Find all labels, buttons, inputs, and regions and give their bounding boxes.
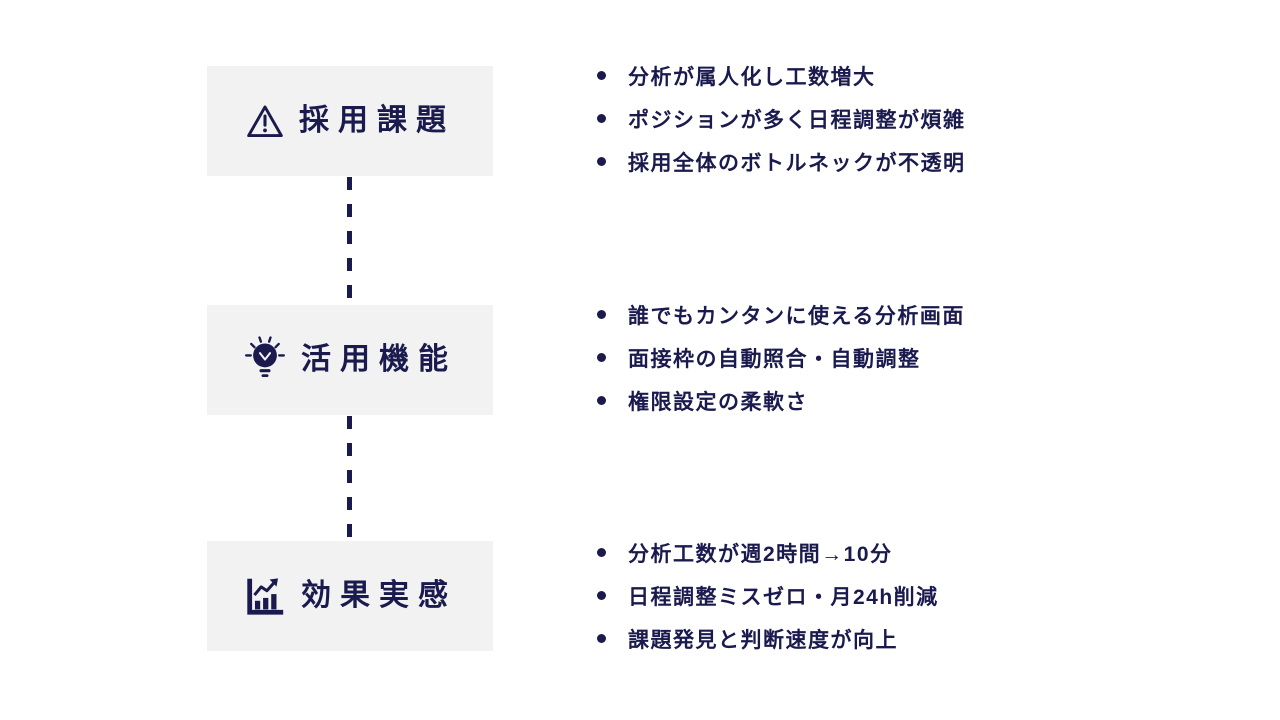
bullet-text: 面接枠の自動照合・自動調整 — [628, 347, 921, 371]
section-title: 効果実感 — [301, 579, 457, 612]
bullet-dot — [597, 310, 606, 319]
bullet-text: 採用全体のボトルネックが不透明 — [628, 151, 966, 175]
bullet-text: 課題発見と判断速度が向上 — [628, 628, 898, 652]
list-item: 権限設定の柔軟さ — [597, 379, 965, 422]
dashed-connector — [347, 416, 352, 541]
chart-icon — [243, 574, 287, 618]
bullet-text: 分析が属人化し工数増大 — [628, 65, 876, 89]
warning-icon — [245, 103, 285, 140]
lightbulb-icon — [243, 335, 287, 385]
bullet-dot — [597, 157, 606, 166]
list-item: 日程調整ミスゼロ・月24h削減 — [597, 574, 939, 617]
bullet-text: 日程調整ミスゼロ・月24h削減 — [628, 585, 939, 609]
section-title: 採用課題 — [299, 104, 455, 137]
bullet-text: 権限設定の柔軟さ — [628, 390, 808, 414]
dashed-connector — [347, 177, 352, 305]
section-title: 活用機能 — [301, 343, 457, 376]
bullet-dot — [597, 634, 606, 643]
list-item: 誰でもカンタンに使える分析画面 — [597, 293, 965, 336]
list-item: ポジションが多く日程調整が煩雑 — [597, 97, 966, 140]
bullet-list-realized-results: 分析工数が週2時間→10分 日程調整ミスゼロ・月24h削減 課題発見と判断速度が… — [597, 531, 939, 660]
bullet-text: 誰でもカンタンに使える分析画面 — [628, 304, 965, 328]
list-item: 面接枠の自動照合・自動調整 — [597, 336, 965, 379]
bullet-dot — [597, 548, 606, 557]
list-item: 分析が属人化し工数増大 — [597, 54, 966, 97]
bullet-dot — [597, 71, 606, 80]
bullet-dot — [597, 591, 606, 600]
bullet-list-recruitment-issues: 分析が属人化し工数増大 ポジションが多く日程調整が煩雑 採用全体のボトルネックが… — [597, 54, 966, 183]
bullet-dot — [597, 396, 606, 405]
bullet-list-utilized-features: 誰でもカンタンに使える分析画面 面接枠の自動照合・自動調整 権限設定の柔軟さ — [597, 293, 965, 422]
section-box-realized-results: 効果実感 — [207, 541, 493, 651]
bullet-text: 分析工数が週2時間→10分 — [628, 542, 893, 566]
bullet-dot — [597, 114, 606, 123]
list-item: 分析工数が週2時間→10分 — [597, 531, 939, 574]
list-item: 採用全体のボトルネックが不透明 — [597, 140, 966, 183]
bullet-dot — [597, 353, 606, 362]
section-box-recruitment-issues: 採用課題 — [207, 66, 493, 176]
section-box-utilized-features: 活用機能 — [207, 305, 493, 415]
bullet-text: ポジションが多く日程調整が煩雑 — [628, 108, 966, 132]
list-item: 課題発見と判断速度が向上 — [597, 617, 939, 660]
